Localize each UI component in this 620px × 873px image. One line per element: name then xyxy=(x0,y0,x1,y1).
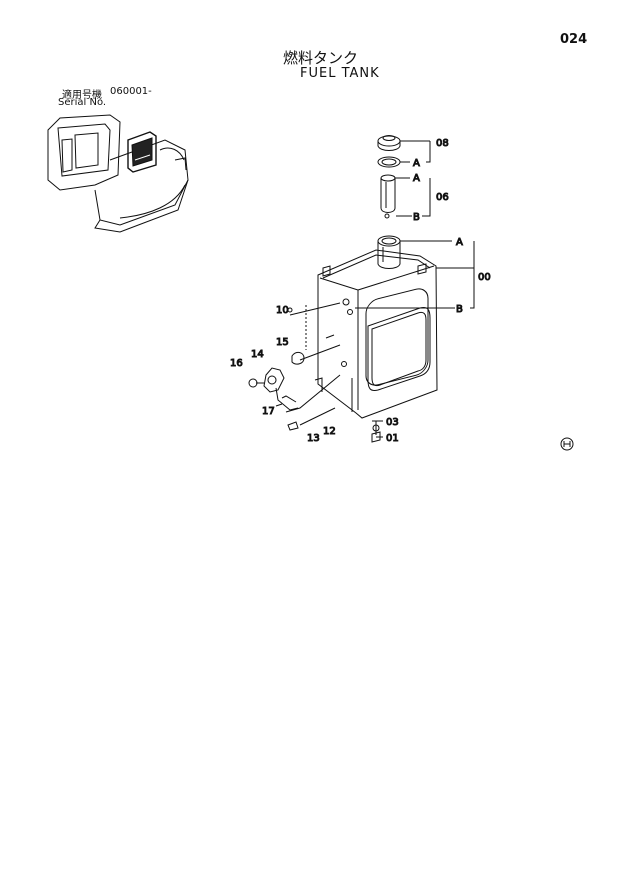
serial-label-japanese: 適用号機 xyxy=(62,90,102,101)
ref-a-2: A xyxy=(413,173,420,184)
ref-b-2: B xyxy=(456,304,463,315)
title-japanese: 燃料タンク xyxy=(283,49,359,67)
ref-a-3: A xyxy=(456,237,463,248)
callout-06: 06 xyxy=(436,192,449,203)
serial-value: 060001- xyxy=(110,86,152,97)
leader-lines xyxy=(285,140,475,438)
callout-01: 01 xyxy=(386,433,399,444)
callout-10: 10 xyxy=(276,305,289,316)
callout-14: 14 xyxy=(251,349,264,360)
callout-00: 00 xyxy=(478,272,491,283)
ref-b-1: B xyxy=(413,212,420,223)
callout-12: 12 xyxy=(323,426,336,437)
callout-17: 17 xyxy=(262,406,275,417)
level-gauge-parts xyxy=(248,307,381,443)
strainer xyxy=(380,174,396,219)
callout-15: 15 xyxy=(276,337,289,348)
callout-16: 16 xyxy=(230,358,243,369)
fuel-tank-body xyxy=(314,235,438,419)
callout-03: 03 xyxy=(386,417,399,428)
ref-a-1: A xyxy=(413,158,420,169)
callout-08: 08 xyxy=(436,138,449,149)
filler-cap xyxy=(377,135,401,168)
page-number: 024 xyxy=(560,32,588,47)
callout-13: 13 xyxy=(307,433,320,444)
title-english: FUEL TANK xyxy=(300,66,380,81)
serial-label-english: Serial No. xyxy=(58,97,107,108)
hitachi-logo-icon xyxy=(560,437,574,451)
excavator-thumbnail xyxy=(47,114,189,233)
